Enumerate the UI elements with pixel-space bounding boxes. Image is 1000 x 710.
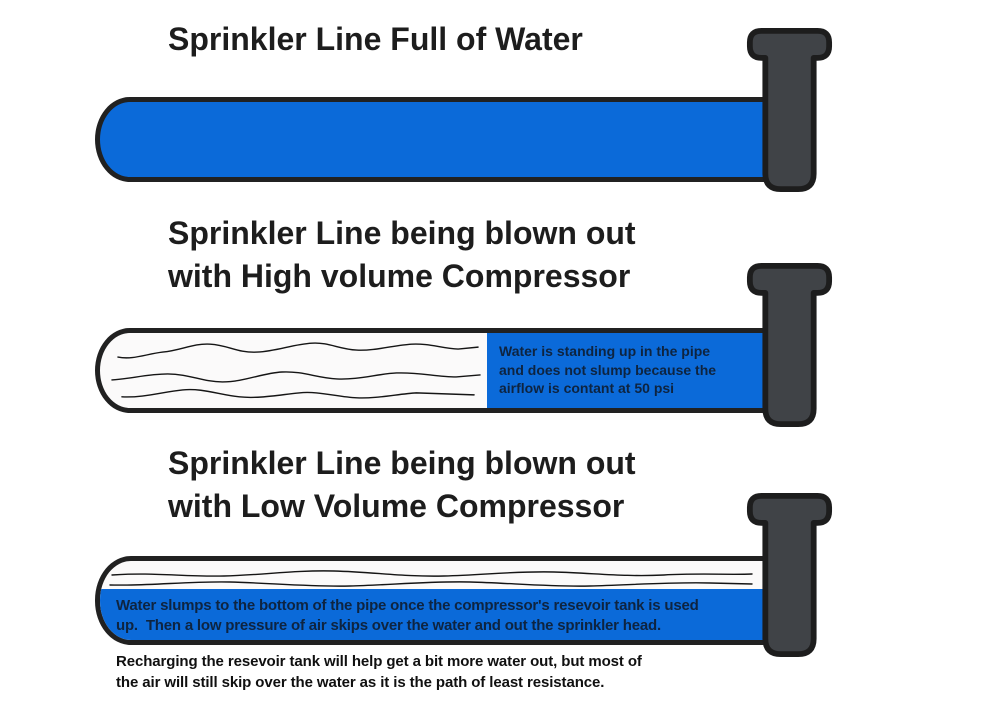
section3-title: Sprinkler Line being blown out with Low … [168,442,636,528]
airflow-waves-icon [109,570,753,587]
sprinkler-riser-shape [746,492,833,658]
sprinkler-riser-icon [746,492,833,658]
pipe-high-volume-blowout: Water is standing up in the pipe and doe… [95,328,768,413]
standing-water-note: Water is standing up in the pipe and doe… [487,333,763,408]
section2-title-line1: Sprinkler Line being blown out [168,215,636,251]
sprinkler-riser-icon [746,262,833,428]
sprinkler-riser-shape [746,27,833,193]
section1-title-line: Sprinkler Line Full of Water [168,21,583,57]
pipe-low-volume-blowout: Water slumps to the bottom of the pipe o… [95,556,768,645]
airflow-waves-icon [111,342,481,399]
note-line: up. Then a low pressure of air skips ove… [116,617,661,634]
pipe-full-of-water [95,97,768,182]
sprinkler-riser-shape [746,262,833,428]
caption-line: Recharging the resevoir tank will help g… [116,653,642,670]
note-line: airflow is contant at 50 psi [499,380,675,396]
note-line: and does not slump because the [499,361,717,378]
sprinkler-riser-icon [746,27,833,193]
section3-title-line2: with Low Volume Compressor [168,488,625,524]
recharge-caption: Recharging the resevoir tank will help g… [116,651,642,693]
note-line: Water is standing up in the pipe [499,343,711,359]
slumped-water-note: Water slumps to the bottom of the pipe o… [100,589,763,640]
caption-line: the air will still skip over the water a… [116,674,605,691]
note-line: Water slumps to the bottom of the pipe o… [116,597,699,614]
section2-title-line2: with High volume Compressor [168,258,631,294]
section3-title-line1: Sprinkler Line being blown out [168,445,636,481]
section1-title: Sprinkler Line Full of Water [168,18,583,61]
section2-title: Sprinkler Line being blown out with High… [168,212,636,298]
